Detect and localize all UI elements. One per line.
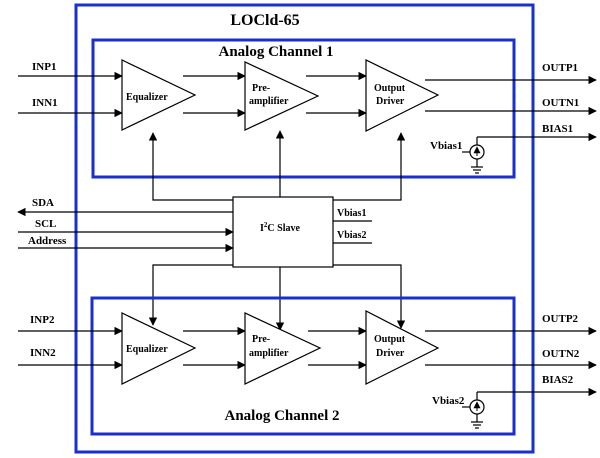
- preamp1-block: [244, 61, 320, 131]
- chip-title: LOCld-65: [230, 12, 299, 29]
- i2c-slave-label: I2C Slave: [260, 221, 300, 234]
- equalizer2-block: [121, 312, 197, 385]
- i2c-vbias2-label: Vbias2: [337, 230, 366, 241]
- ground1-icon: [471, 166, 483, 174]
- driver2-label-2: Driver: [376, 348, 405, 359]
- ctrl-driver1: [333, 132, 406, 201]
- outn1-label: OUTN1: [542, 97, 579, 109]
- ctrl-eq1: [148, 132, 233, 201]
- ground2-icon: [471, 421, 483, 429]
- driver1-block: [365, 59, 440, 132]
- chip-border: [74, 3, 535, 454]
- driver2-label-1: Output: [374, 334, 406, 345]
- inp2-label: INP2: [30, 314, 55, 326]
- channel2-title: Analog Channel 2: [224, 408, 339, 424]
- equalizer2-label: Equalizer: [126, 344, 168, 355]
- outp1-label: OUTP1: [542, 62, 578, 74]
- inn2-label: INN2: [30, 347, 56, 359]
- channel1-box: [91, 38, 516, 179]
- preamp1-label-1: Pre-: [252, 83, 270, 94]
- outn2-label: OUTN2: [542, 348, 580, 360]
- preamp1-label-2: amplifier: [249, 96, 289, 107]
- vbias2-label: Vbias2: [432, 395, 465, 407]
- i2c-vbias1-label: Vbias1: [337, 208, 366, 219]
- sda-label: SDA: [32, 197, 54, 209]
- bias2-label: BIAS2: [542, 374, 574, 386]
- bias1-label: BIAS1: [542, 123, 573, 135]
- scl-label: SCL: [35, 218, 56, 230]
- preamp2-label-1: Pre-: [252, 334, 270, 345]
- preamp2-block: [244, 312, 322, 385]
- driver1-label-1: Output: [374, 83, 406, 94]
- driver2-block: [365, 310, 440, 385]
- inn1-label: INN1: [32, 97, 58, 109]
- channel1-title: Analog Channel 1: [218, 44, 333, 60]
- channel2-box: [90, 296, 516, 436]
- preamp2-label-2: amplifier: [249, 348, 289, 359]
- driver1-label-2: Driver: [376, 96, 405, 107]
- ctrl-eq2: [148, 264, 233, 326]
- ctrl-driver2: [333, 264, 406, 329]
- equalizer1-label: Equalizer: [126, 92, 168, 103]
- i2c-slave-block: [232, 196, 334, 268]
- inp1-label: INP1: [32, 61, 56, 73]
- address-label: Address: [28, 235, 67, 247]
- equalizer1-block: [121, 59, 197, 131]
- outp2-label: OUTP2: [542, 313, 579, 325]
- vbias1-label: Vbias1: [430, 140, 462, 152]
